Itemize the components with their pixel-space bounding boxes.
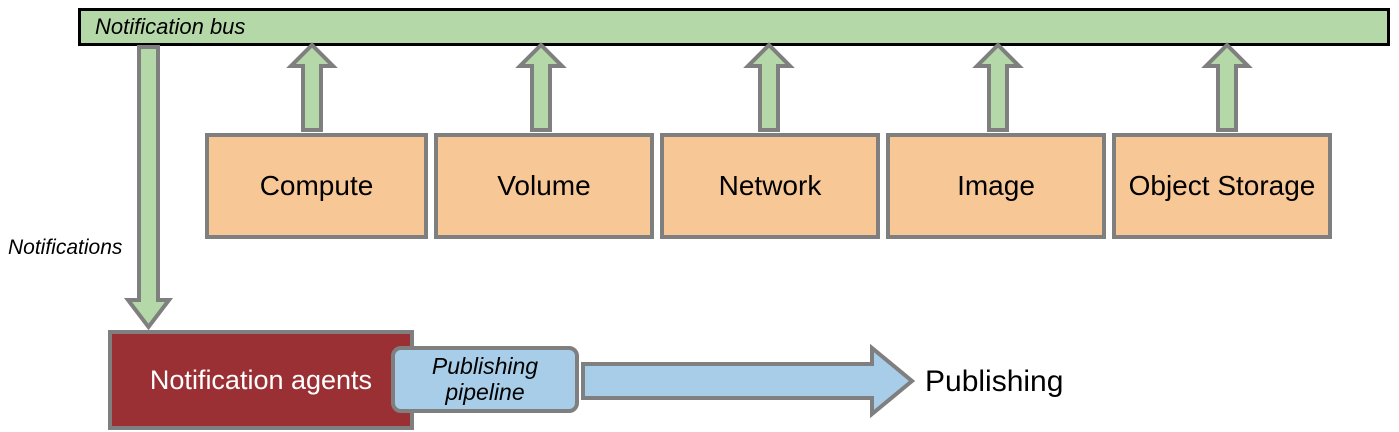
publishing-pipeline-box[interactable]: Publishing pipeline [391, 346, 579, 413]
notifications-down-arrow [123, 45, 174, 331]
service-box-object-storage[interactable]: Object Storage [1112, 133, 1332, 239]
object-storage-to-bus-arrow [1201, 42, 1253, 132]
volume-to-bus-arrow [515, 42, 567, 132]
notifications-label: Notifications [8, 236, 123, 259]
service-label-image: Image [957, 170, 1035, 201]
publishing-pipeline-line1: Publishing [431, 353, 539, 380]
publishing-pipeline-label: Publishing pipeline [432, 354, 538, 405]
service-box-network[interactable]: Network [660, 133, 880, 239]
notification-bus-bar: Notification bus [78, 8, 1390, 46]
service-label-network: Network [718, 170, 822, 201]
service-box-image[interactable]: Image [886, 133, 1106, 239]
service-box-compute[interactable]: Compute [205, 133, 428, 239]
notification-agents-label: Notification agents [149, 364, 373, 395]
image-to-bus-arrow [972, 42, 1024, 132]
publishing-pipeline-line2: pipeline [445, 378, 525, 405]
publishing-label: Publishing [925, 365, 1064, 398]
notification-agents-box[interactable]: Notification agents [108, 330, 414, 430]
compute-to-bus-arrow [286, 42, 338, 132]
service-label-object-storage: Object Storage [1128, 170, 1316, 201]
publishing-arrow [581, 343, 916, 419]
service-box-volume[interactable]: Volume [434, 133, 654, 239]
notification-bus-label: Notification bus [95, 14, 246, 39]
service-label-compute: Compute [259, 170, 374, 201]
network-to-bus-arrow [743, 42, 795, 132]
service-label-volume: Volume [497, 170, 591, 201]
